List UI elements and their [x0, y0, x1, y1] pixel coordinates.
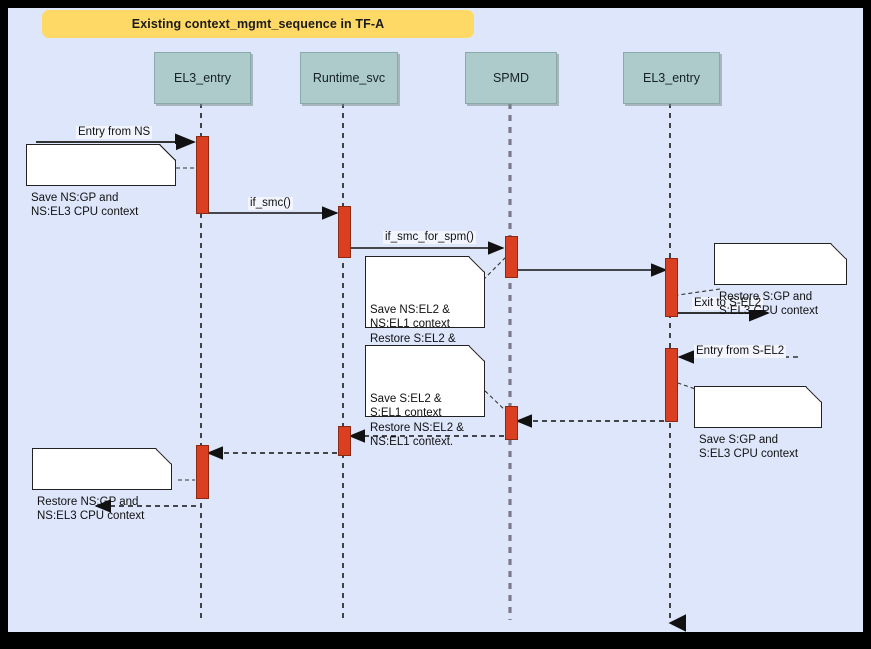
note-fold-icon — [831, 243, 847, 259]
activation-runtime-svc-top[interactable] — [338, 206, 351, 258]
lifeline-label: Runtime_svc — [312, 71, 386, 85]
note-save-ns-el2: Save NS:EL2 & NS:EL1 context Restore S:E… — [365, 256, 485, 359]
lifeline-header-el3-entry-ns[interactable]: EL3_entry — [154, 52, 251, 104]
lifeline-label: EL3_entry — [643, 71, 700, 85]
activation-el3-entry-ns-bottom[interactable] — [196, 445, 209, 499]
note-text: Restore NS:GP and NS:EL3 CPU context — [37, 495, 145, 523]
lifeline-label: SPMD — [492, 71, 530, 85]
message-label-exit-to-s-el2: Exit to S-EL2 — [692, 297, 764, 310]
note-restore-s-gp: Restore S:GP and S:EL3 CPU context — [714, 243, 847, 317]
note-fold-icon — [156, 448, 172, 464]
note-fold-icon — [806, 386, 822, 402]
note-fold-icon — [160, 144, 176, 160]
note-fold-icon — [469, 345, 485, 361]
note-save-s-el2: Save S:EL2 & S:EL1 context Restore NS:EL… — [365, 345, 485, 448]
message-label-entry-from-s-el2: Entry from S-EL2 — [694, 345, 787, 358]
activation-spmd-top[interactable] — [505, 236, 518, 278]
note-text: Save S:GP and S:EL3 CPU context — [699, 433, 799, 461]
lifeline-header-el3-entry-s[interactable]: EL3_entry — [623, 52, 720, 104]
note-restore-ns-gp: Restore NS:GP and NS:EL3 CPU context — [32, 448, 172, 522]
lifeline-label: EL3_entry — [174, 71, 231, 85]
message-label-if-smc-for-spm: if_smc_for_spm() — [383, 231, 476, 244]
activation-el3-entry-ns-top[interactable] — [196, 136, 209, 214]
note-text: Save NS:GP and NS:EL3 CPU context — [31, 191, 139, 219]
diagram-canvas: Existing context_mgmt_sequence in TF-A E… — [8, 8, 863, 632]
activation-runtime-svc-bottom[interactable] — [338, 426, 351, 456]
lifeline-header-runtime-svc[interactable]: Runtime_svc — [300, 52, 398, 104]
note-text: Save S:EL2 & S:EL1 context Restore NS:EL… — [370, 392, 464, 449]
note-save-s-gp: Save S:GP and S:EL3 CPU context — [694, 386, 822, 460]
lifeline-header-spmd[interactable]: SPMD — [465, 52, 557, 104]
diagram-title-banner: Existing context_mgmt_sequence in TF-A — [42, 10, 474, 38]
note-fold-icon — [469, 256, 485, 272]
message-label-entry-from-ns: Entry from NS — [76, 126, 153, 139]
activation-el3-entry-s-bottom[interactable] — [665, 348, 678, 422]
connector-note-restore-s-gp — [677, 288, 721, 296]
activation-spmd-bottom[interactable] — [505, 406, 518, 440]
note-save-ns-gp: Save NS:GP and NS:EL3 CPU context — [26, 144, 176, 218]
note-text: Restore S:GP and S:EL3 CPU context — [719, 290, 819, 318]
message-label-if-smc: if_smc() — [248, 197, 293, 210]
activation-el3-entry-s-top[interactable] — [665, 258, 678, 317]
diagram-title: Existing context_mgmt_sequence in TF-A — [131, 17, 385, 31]
